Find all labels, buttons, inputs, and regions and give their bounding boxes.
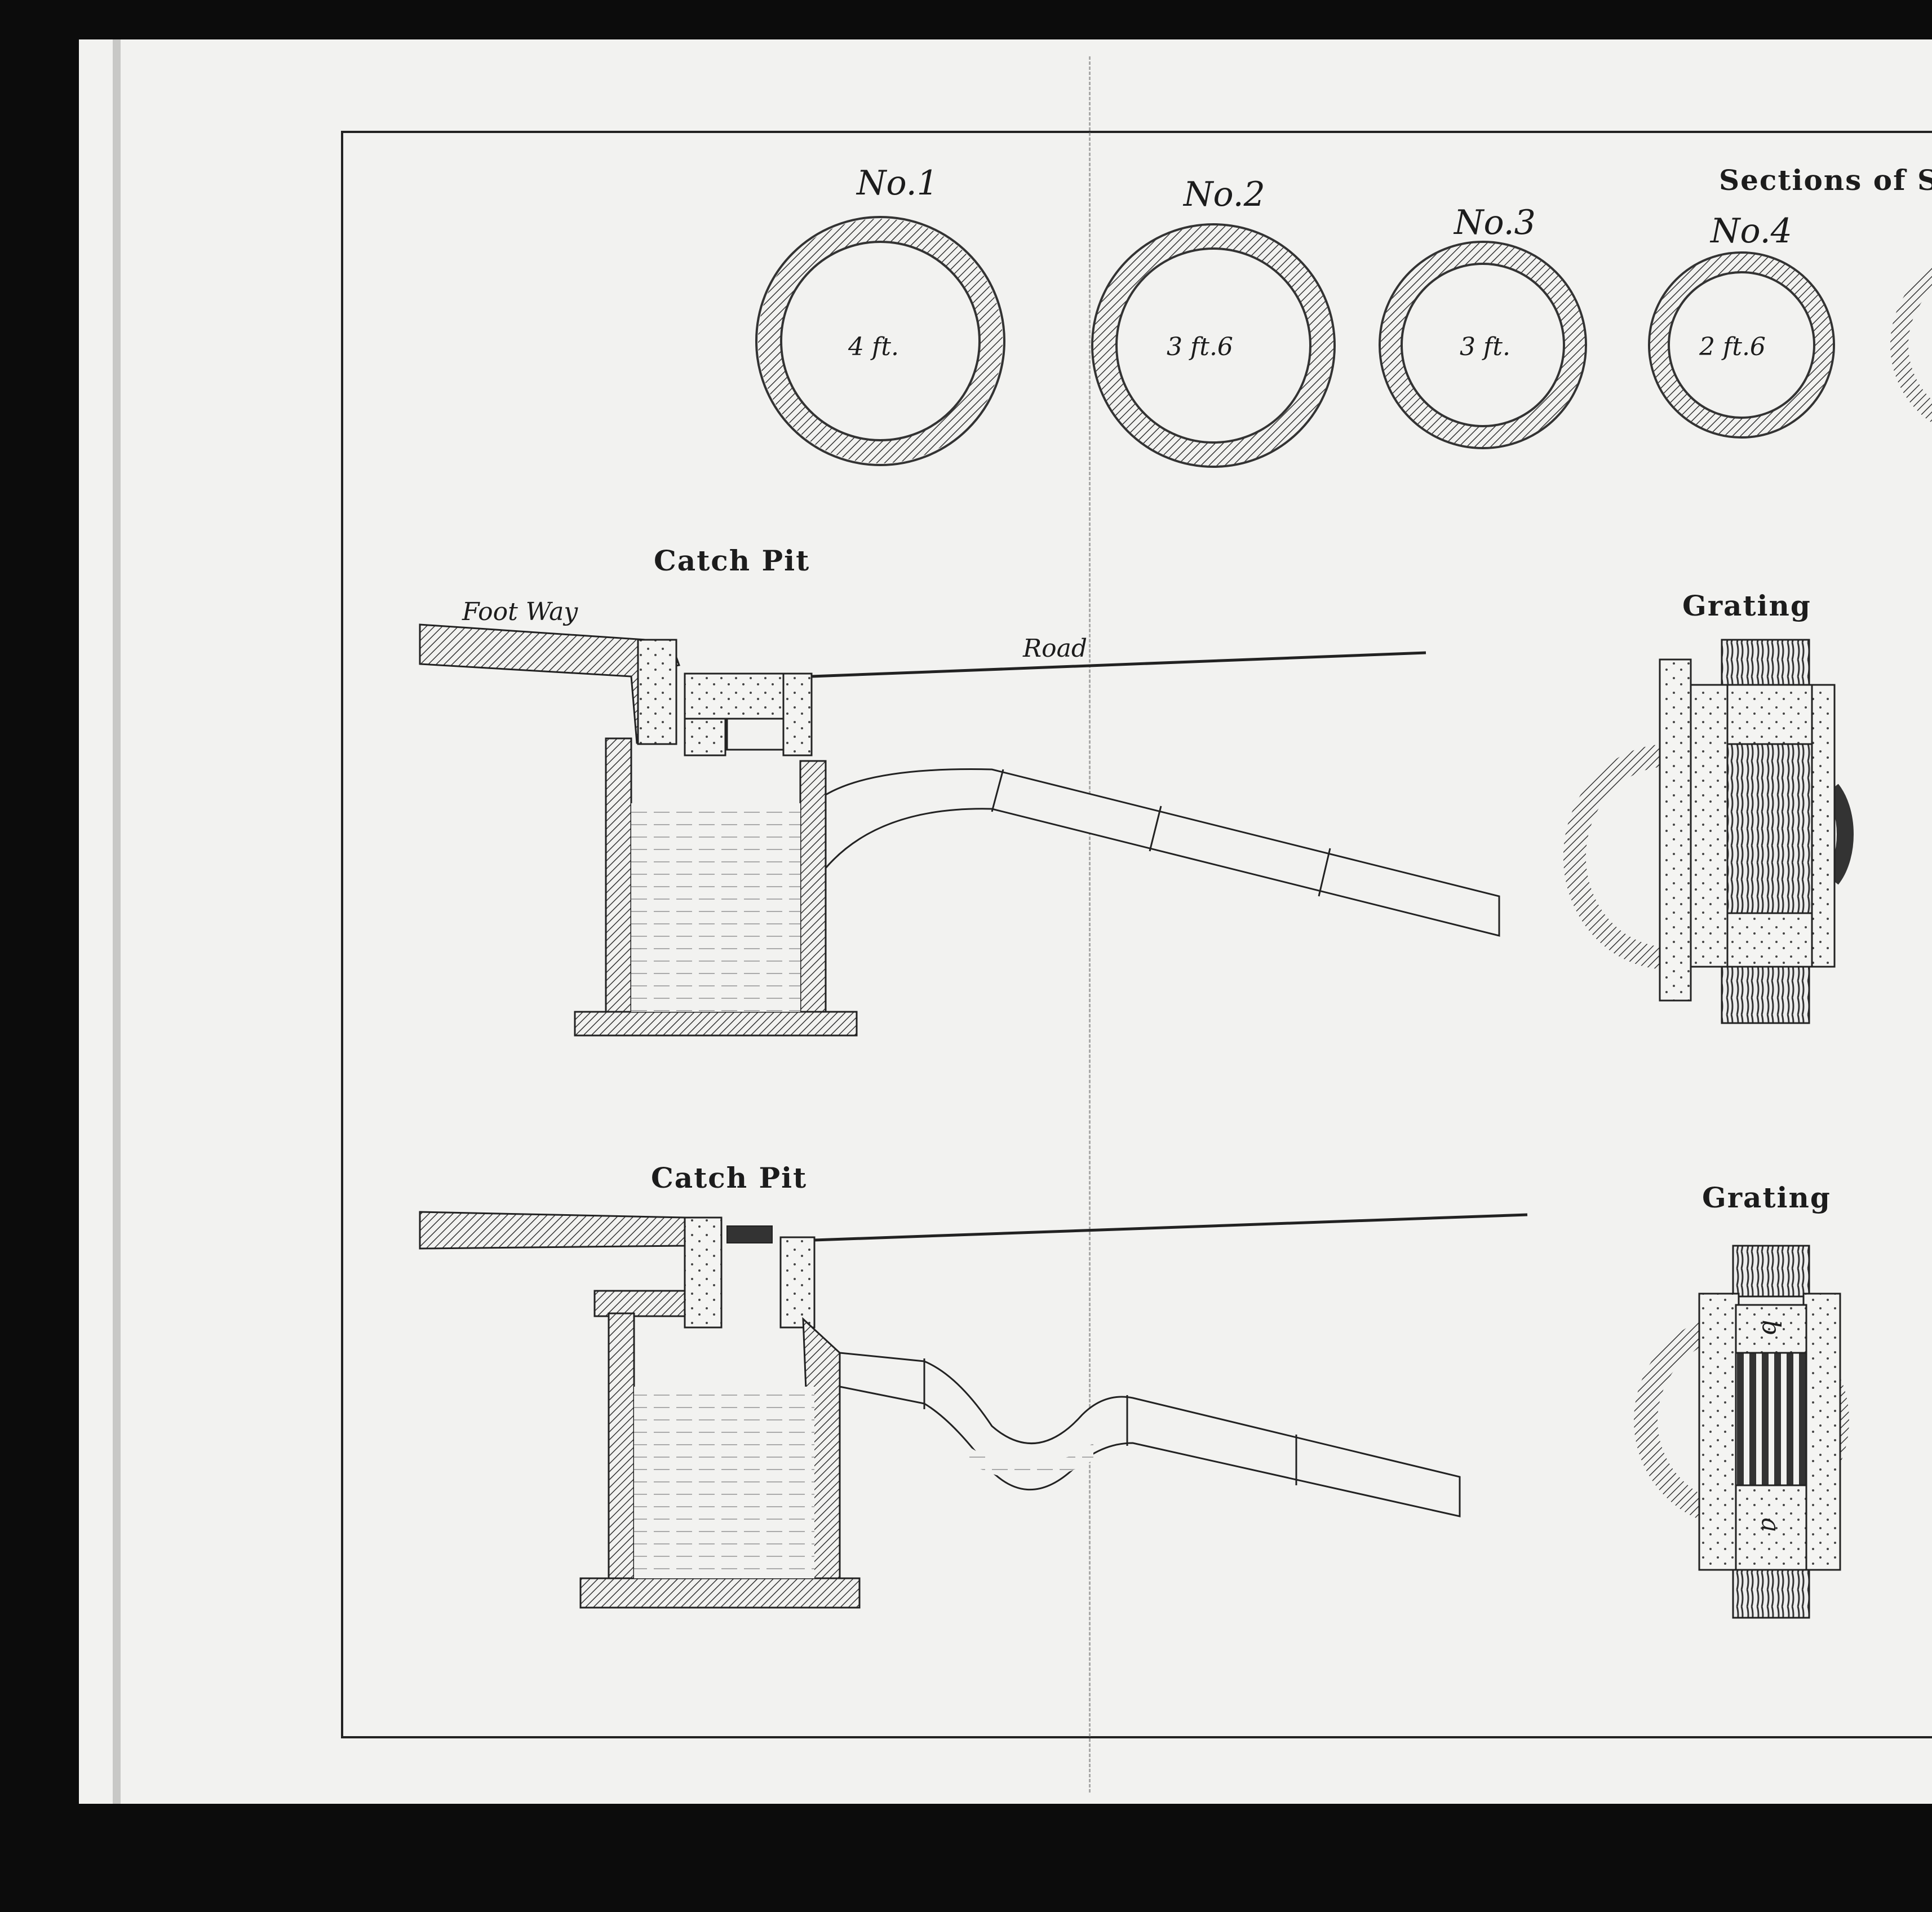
upper-grating-drawing (1563, 639, 1854, 1024)
lower-grating-title: Grating (1702, 1181, 1831, 1214)
foot-way-label: Foot Way (462, 598, 578, 626)
sewer-section-no1 (755, 216, 1005, 466)
section-no1-label: No.1 (857, 163, 938, 203)
lower-catch-pit-title: Catch Pit (651, 1161, 808, 1194)
section-no4-label: No.4 (1711, 211, 1792, 251)
section-no2-diameter: 3 ft.6 (1167, 333, 1233, 361)
page-edge (113, 39, 121, 1804)
upper-catch-pit-drawing (419, 623, 1500, 1037)
section-no1-diameter: 4 ft. (848, 333, 899, 361)
sewer-section-partial (1890, 267, 1932, 423)
road-label: Road (1023, 634, 1088, 663)
grating-mark-b: b (1756, 1320, 1785, 1336)
section-no2-label: No.2 (1184, 175, 1265, 214)
upper-grating-title: Grating (1682, 589, 1811, 622)
section-no3-label: No.3 (1454, 203, 1536, 242)
lower-catch-pit-drawing (419, 1211, 1528, 1609)
section-no3-diameter: 3 ft. (1460, 333, 1510, 361)
sewer-section-no2 (1091, 223, 1336, 468)
plate-paper (79, 39, 1932, 1804)
plate-frame (341, 131, 1932, 1738)
sewer-section-no4 (1648, 251, 1835, 439)
plate-title: Sections of Se (1719, 163, 1932, 197)
fold-line (1089, 56, 1091, 1792)
grating-mark-a: a (1756, 1517, 1785, 1533)
section-no4-diameter: 2 ft.6 (1699, 333, 1766, 361)
upper-catch-pit-title: Catch Pit (654, 544, 810, 577)
sewer-section-no3 (1379, 241, 1587, 449)
lower-grating-drawing (1634, 1245, 1849, 1619)
